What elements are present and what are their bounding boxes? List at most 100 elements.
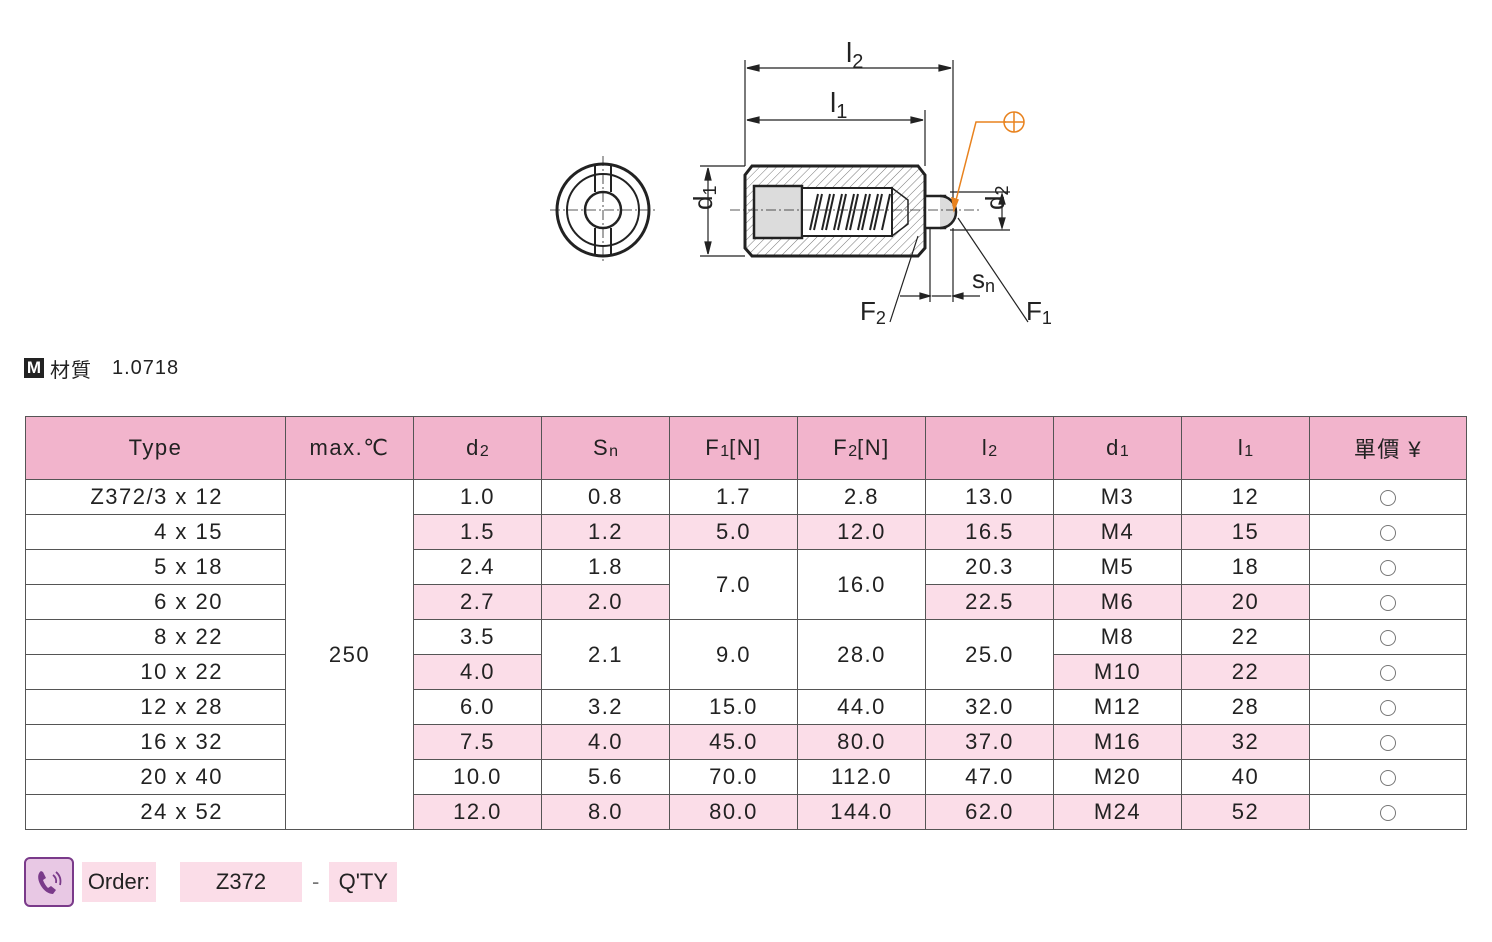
cell-type: 5 x 18	[25, 549, 286, 585]
cell-d1: M6	[1053, 584, 1182, 620]
cell-price	[1309, 794, 1467, 830]
cell-l2: 62.0	[925, 794, 1054, 830]
price-circle-icon	[1380, 665, 1396, 682]
table-row: Z372/3 x 12 250 1.0 0.8 1.7 2.8 13.0 M3 …	[25, 479, 1467, 830]
cell-f1: 80.0	[669, 794, 798, 830]
cell-type: 20 x 40	[25, 759, 286, 795]
cell-l1: 20	[1181, 584, 1310, 620]
cell-price	[1309, 689, 1467, 725]
price-circle-icon	[1380, 525, 1396, 542]
cell-f2: 44.0	[797, 689, 926, 725]
cell-d2: 4.0	[413, 654, 542, 690]
cell-type: 10 x 22	[25, 654, 286, 690]
cell-sn: 1.2	[541, 514, 670, 550]
table-row: 12 x 28 6.0 3.2 15.0 44.0 32.0 M12 28	[25, 689, 1467, 725]
header-d1: d1	[1053, 416, 1182, 480]
order-qty[interactable]: Q'TY	[329, 862, 398, 902]
price-circle-icon	[1380, 700, 1396, 717]
material-value: 1.0718	[112, 356, 180, 379]
cell-d1: M4	[1053, 514, 1182, 550]
cell-l2: 32.0	[925, 689, 1054, 725]
header-d2: d2	[413, 416, 542, 480]
cell-f2: 144.0	[797, 794, 926, 830]
cell-l2: 37.0	[925, 724, 1054, 760]
label-sn: sn	[972, 264, 995, 296]
price-circle-icon	[1380, 630, 1396, 647]
cell-d2: 12.0	[413, 794, 542, 830]
spring-plunger-drawing: l2 l1 d1 d2 sn F2 F1	[550, 37, 1052, 328]
side-view	[730, 164, 980, 258]
price-circle-icon	[1380, 805, 1396, 822]
cell-f1: 45.0	[669, 724, 798, 760]
header-max-temp: max.℃	[285, 416, 414, 480]
cell-type: 8 x 22	[25, 619, 286, 655]
order-separator: -	[312, 869, 320, 894]
material-label: 材質	[50, 359, 92, 382]
price-circle-icon	[1380, 595, 1396, 612]
cell-f2: 12.0	[797, 514, 926, 550]
cell-price	[1309, 549, 1467, 585]
order-code[interactable]: Z372	[180, 862, 302, 902]
cell-d2: 7.5	[413, 724, 542, 760]
price-circle-icon	[1380, 735, 1396, 752]
cell-l1: 12	[1181, 479, 1310, 515]
price-circle-icon	[1380, 770, 1396, 787]
cell-type: 24 x 52	[25, 794, 286, 830]
label-l2: l2	[846, 37, 863, 73]
header-l1: l1	[1181, 416, 1310, 480]
cell-f1: 5.0	[669, 514, 798, 550]
material-badge: M	[24, 358, 44, 378]
cell-price	[1309, 724, 1467, 760]
cell-price	[1309, 654, 1467, 690]
cell-sn: 8.0	[541, 794, 670, 830]
phone-icon[interactable]	[24, 857, 74, 907]
table-row: 16 x 32 7.5 4.0 45.0 80.0 37.0 M16 32	[25, 724, 1467, 760]
cell-d1: M3	[1053, 479, 1182, 515]
header-type: Type	[25, 416, 286, 480]
cell-l1: 22	[1181, 619, 1310, 655]
cell-f1: 7.0	[669, 549, 798, 620]
price-circle-icon	[1380, 490, 1396, 507]
cell-price	[1309, 514, 1467, 550]
cell-sn: 2.0	[541, 584, 670, 620]
table-row: 20 x 40 10.0 5.6 70.0 112.0 47.0 M20 40	[25, 759, 1467, 795]
cell-l1: 52	[1181, 794, 1310, 830]
cell-f1: 70.0	[669, 759, 798, 795]
cell-price	[1309, 759, 1467, 795]
cell-d1: M20	[1053, 759, 1182, 795]
cell-l1: 22	[1181, 654, 1310, 690]
price-circle-icon	[1380, 560, 1396, 577]
cell-d1: M12	[1053, 689, 1182, 725]
cell-type: 12 x 28	[25, 689, 286, 725]
cell-price	[1309, 619, 1467, 655]
cell-f1: 9.0	[669, 619, 798, 690]
position-leader	[951, 111, 1025, 213]
table-row: 8 x 22 3.5 2.1 9.0 28.0 25.0 M8 22	[25, 619, 1467, 690]
table-row: 24 x 52 12.0 8.0 80.0 144.0 62.0 M24 52	[25, 794, 1467, 830]
label-l1: l1	[830, 87, 847, 123]
cell-l2: 47.0	[925, 759, 1054, 795]
header-f2: F2[N]	[797, 416, 926, 480]
cell-sn: 1.8	[541, 549, 670, 585]
cell-l1: 18	[1181, 549, 1310, 585]
cell-d2: 1.0	[413, 479, 542, 515]
table-row: 6 x 20 2.7 2.0 22.5 M6 20	[25, 584, 1467, 620]
table-row: 4 x 15 1.5 1.2 5.0 12.0 16.5 M4 15	[25, 514, 1467, 550]
cell-f2: 112.0	[797, 759, 926, 795]
order-line: Order: Z372 - Q'TY	[24, 857, 398, 907]
cell-l2: 13.0	[925, 479, 1054, 515]
cell-type: 6 x 20	[25, 584, 286, 620]
cell-f2: 28.0	[797, 619, 926, 690]
cell-type: 4 x 15	[25, 514, 286, 550]
cell-l2: 20.3	[925, 549, 1054, 585]
cell-d1: M10	[1053, 654, 1182, 690]
cell-l1: 28	[1181, 689, 1310, 725]
cell-d2: 1.5	[413, 514, 542, 550]
cell-sn: 0.8	[541, 479, 670, 515]
cell-d2: 10.0	[413, 759, 542, 795]
header-price: 單價 ¥	[1309, 416, 1467, 480]
cell-l1: 40	[1181, 759, 1310, 795]
cell-f2: 2.8	[797, 479, 926, 515]
end-view	[550, 156, 656, 264]
cell-l1: 32	[1181, 724, 1310, 760]
